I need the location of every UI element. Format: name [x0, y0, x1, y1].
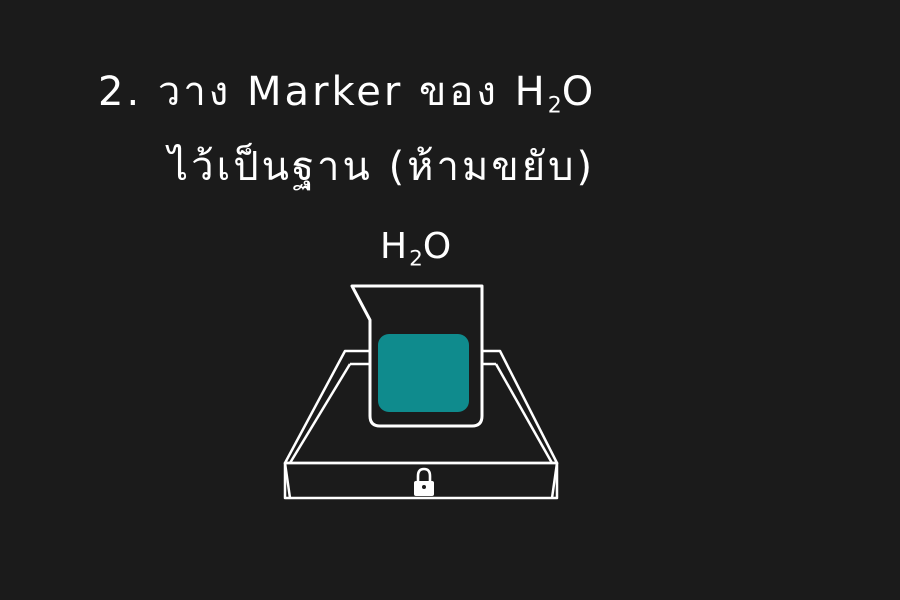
base-plate-inner-left	[288, 363, 352, 464]
instruction-line-1-end: O	[561, 69, 597, 115]
beaker-liquid	[378, 334, 469, 412]
marker-label-h: H	[380, 226, 410, 267]
marker-label-subscript: 2	[409, 246, 423, 272]
instruction-title: 2. วาง Marker ของ H2O ไว้เป็นฐาน (ห้ามขย…	[98, 62, 596, 197]
base-plate-inner-right	[494, 363, 554, 464]
instruction-line-1-text: 2. วาง Marker ของ H	[98, 69, 548, 115]
marker-label-o: O	[422, 226, 454, 267]
base-plate-front	[283, 461, 559, 500]
lock-shackle	[416, 467, 432, 482]
instruction-line-2: ไว้เป็นฐาน (ห้ามขยับ)	[168, 143, 596, 190]
lock-icon	[414, 467, 434, 496]
lock-keyhole	[422, 485, 426, 489]
marker-label: H2O	[380, 226, 453, 272]
beaker-icon	[350, 284, 484, 428]
base-plate-front-right	[550, 462, 559, 499]
instruction-subscript: 2	[547, 93, 562, 119]
base-plate-front-left	[283, 462, 292, 499]
instruction-line-1: 2. วาง Marker ของ H2O	[98, 69, 597, 119]
